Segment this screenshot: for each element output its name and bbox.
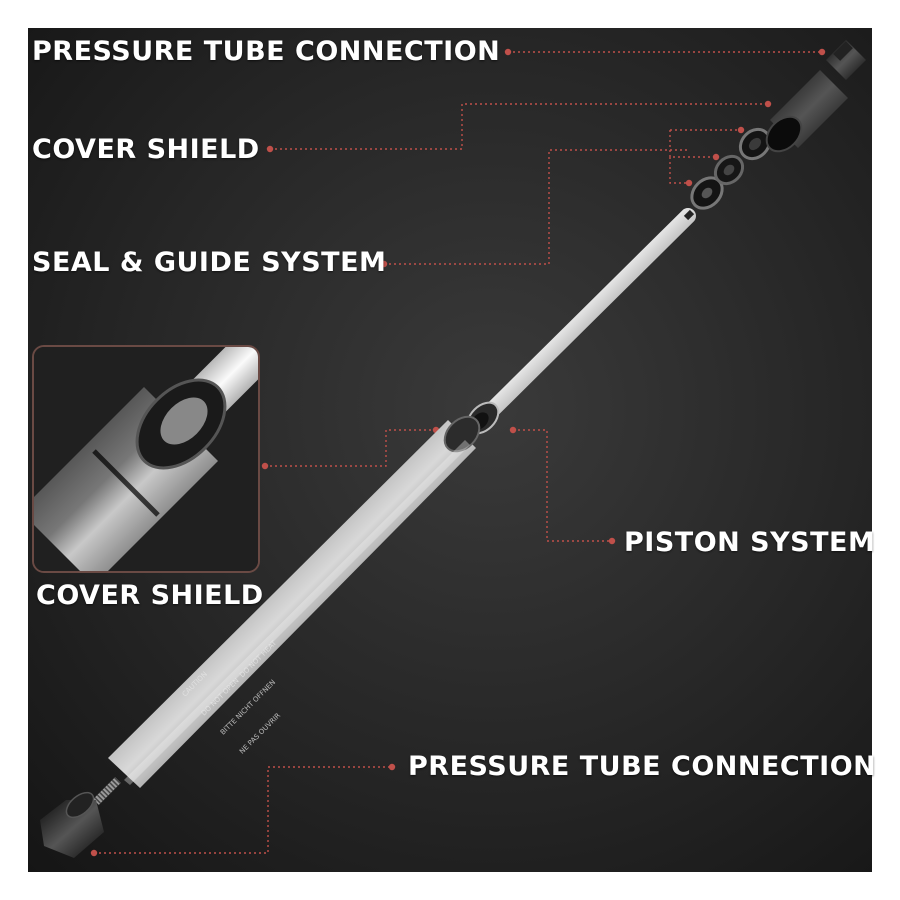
top-end-fitting xyxy=(826,40,866,80)
leader-cover-top xyxy=(270,103,768,150)
leader-seal xyxy=(384,149,688,265)
warning-line-3: BITTE NICHT OFFNEN xyxy=(218,678,278,737)
label-cover-shield-top: COVER SHIELD xyxy=(32,134,260,165)
label-cover-shield-inset: COVER SHIELD xyxy=(36,580,264,611)
pressure-tube xyxy=(108,415,481,788)
label-seal-guide-system: SEAL & GUIDE SYSTEM xyxy=(32,247,387,278)
label-piston-system: PISTON SYSTEM xyxy=(624,527,876,558)
leader-cover-inset xyxy=(265,429,436,467)
cover-shield-detail-inset xyxy=(32,345,260,573)
piston-rod xyxy=(480,208,696,422)
cover-shield-detail-image xyxy=(34,347,258,571)
cover-shield-cap xyxy=(765,70,848,153)
leader-lines xyxy=(94,51,822,854)
bottom-end-fitting xyxy=(40,777,121,858)
warning-line-2: DO NOT OPEN DO NOT HEAT xyxy=(199,639,279,718)
seal-guide-rings xyxy=(690,127,772,210)
label-pressure-tube-connection-bottom: PRESSURE TUBE CONNECTION xyxy=(408,751,877,782)
leader-piston xyxy=(513,429,612,542)
label-pressure-tube-connection-top: PRESSURE TUBE CONNECTION xyxy=(32,36,501,67)
leader-pressure-bottom xyxy=(94,766,392,854)
